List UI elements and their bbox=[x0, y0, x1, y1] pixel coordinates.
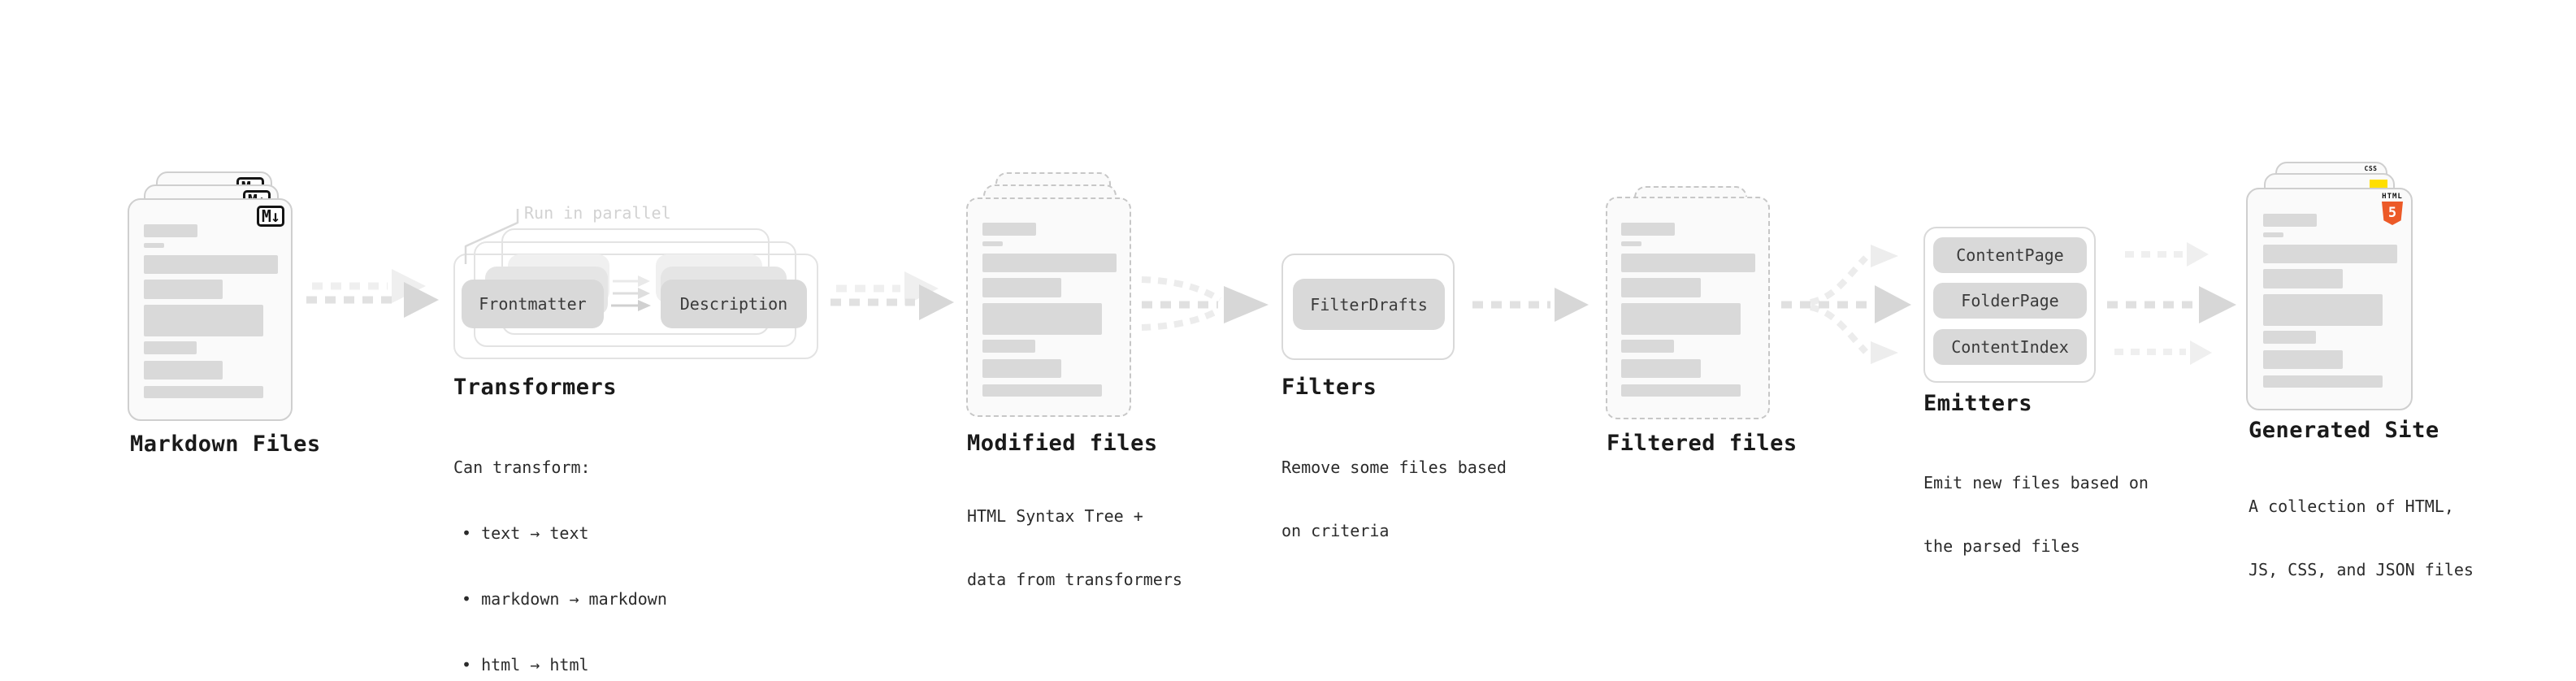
generated-html-card: HTML 5 bbox=[2246, 188, 2413, 410]
content-bar bbox=[2263, 294, 2383, 326]
stage-label-transformers: Transformers bbox=[453, 375, 618, 400]
generated-site-description: A collection of HTML, JS, CSS, and JSON … bbox=[2249, 453, 2474, 622]
content-bar bbox=[2263, 214, 2317, 227]
content-bar bbox=[144, 243, 164, 248]
content-bar bbox=[982, 340, 1035, 353]
arrow-filtered-to-emitters bbox=[1781, 245, 1911, 364]
markdown-icon: M↓ bbox=[256, 206, 284, 227]
content-bar bbox=[144, 386, 263, 398]
description-line: Remove some files based bbox=[1281, 458, 1507, 477]
description-line: Emit new files based on bbox=[1923, 473, 2149, 492]
bullet-item: • text → text bbox=[462, 523, 589, 543]
description-line: HTML Syntax Tree + bbox=[967, 506, 1143, 526]
bullet-item: • markdown → markdown bbox=[462, 589, 667, 609]
filtered-file-card bbox=[1606, 197, 1770, 419]
arrow-emitters-to-generated bbox=[2107, 242, 2236, 365]
content-bar bbox=[144, 280, 223, 299]
content-bar bbox=[982, 278, 1061, 297]
content-bar bbox=[982, 241, 1003, 246]
content-bar bbox=[144, 255, 278, 274]
content-bar bbox=[144, 341, 197, 354]
description-line: on criteria bbox=[1281, 521, 1390, 540]
arrow-markdown-to-transformers bbox=[306, 269, 439, 318]
emitters-description: Emit new files based on the parsed files bbox=[1923, 430, 2149, 599]
content-bar bbox=[982, 384, 1102, 397]
content-bar bbox=[2263, 331, 2316, 344]
emitter-pill-folder-page: FolderPage bbox=[1933, 283, 2087, 319]
can-transform-heading: Can transform: bbox=[453, 458, 591, 477]
frontmatter-pill: Frontmatter bbox=[462, 280, 604, 328]
arrow-transformers-to-modified bbox=[830, 271, 954, 320]
bullet-item: • html → html bbox=[462, 655, 589, 674]
stage-label-generated-site: Generated Site bbox=[2249, 418, 2439, 443]
stage-label-filters: Filters bbox=[1281, 375, 1377, 400]
stage-label-emitters: Emitters bbox=[1923, 391, 2033, 416]
run-in-parallel-note: Run in parallel bbox=[524, 203, 671, 223]
content-bar bbox=[982, 303, 1102, 335]
content-bar bbox=[1621, 241, 1641, 246]
transformers-description: Can transform: • text → text • markdown … bbox=[453, 413, 667, 681]
markdown-file-card: M↓ bbox=[128, 198, 293, 421]
content-bar bbox=[1621, 303, 1741, 335]
transformer-box bbox=[453, 254, 818, 359]
content-bar bbox=[144, 305, 263, 336]
description-line: the parsed files bbox=[1923, 536, 2080, 556]
arrow-filters-to-filtered bbox=[1472, 288, 1589, 322]
stage-label-filtered-files: Filtered files bbox=[1607, 431, 1798, 456]
content-bar bbox=[982, 359, 1061, 378]
arrow-modified-to-filters bbox=[1141, 276, 1268, 331]
content-bar bbox=[1621, 254, 1755, 272]
content-bar bbox=[144, 361, 223, 380]
content-bar bbox=[2263, 232, 2283, 237]
content-bar bbox=[1621, 384, 1741, 397]
description-line: JS, CSS, and JSON files bbox=[2249, 560, 2474, 579]
description-pill: Description bbox=[661, 280, 807, 328]
emitter-pill-content-index: ContentIndex bbox=[1933, 329, 2087, 365]
content-bar bbox=[982, 223, 1036, 236]
stage-label-markdown-files: Markdown Files bbox=[130, 432, 321, 457]
content-bar bbox=[1621, 223, 1675, 236]
content-bar bbox=[2263, 269, 2343, 288]
html5-icon: HTML 5 bbox=[2380, 193, 2405, 225]
js-icon bbox=[2370, 180, 2387, 189]
content-bar bbox=[1621, 278, 1701, 297]
content-bar bbox=[982, 254, 1117, 272]
emitter-pill-content-page: ContentPage bbox=[1933, 237, 2087, 273]
filters-description: Remove some files based on criteria bbox=[1281, 414, 1507, 583]
modified-file-card bbox=[966, 197, 1131, 417]
content-bar bbox=[1621, 340, 1674, 353]
description-line: data from transformers bbox=[967, 570, 1182, 589]
content-bar bbox=[2263, 375, 2383, 388]
description-line: A collection of HTML, bbox=[2249, 497, 2454, 516]
content-bar bbox=[2263, 245, 2397, 263]
content-bar bbox=[2263, 350, 2343, 369]
content-bar bbox=[144, 224, 197, 237]
modified-files-description: HTML Syntax Tree + data from transformer… bbox=[967, 463, 1182, 632]
content-bar bbox=[1621, 359, 1701, 378]
stage-label-modified-files: Modified files bbox=[967, 431, 1158, 456]
filter-drafts-pill: FilterDrafts bbox=[1293, 279, 1445, 330]
